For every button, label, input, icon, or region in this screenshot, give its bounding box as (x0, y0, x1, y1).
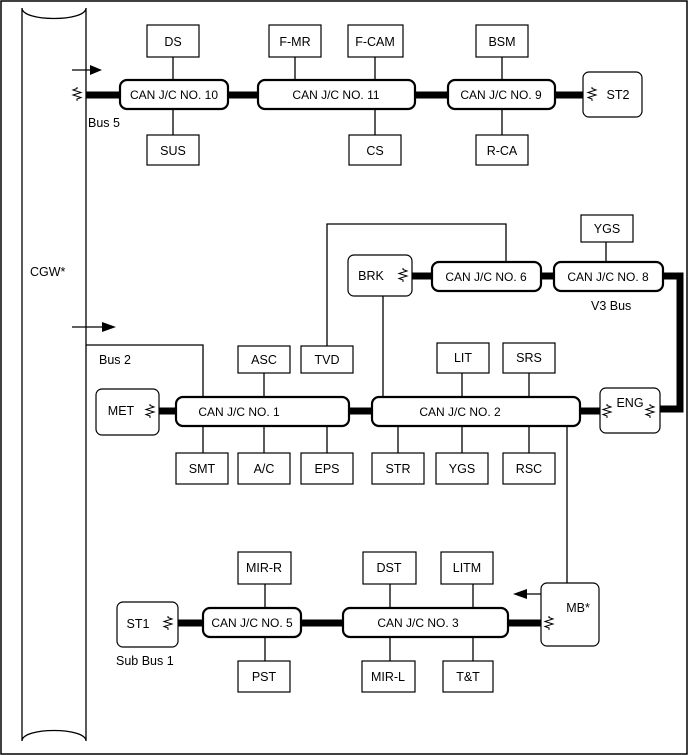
can-jc-2-label: CAN J/C NO. 2 (419, 405, 501, 419)
ecu-ac-label: A/C (254, 462, 275, 476)
ecu-litm: LITM (440, 551, 494, 585)
ecu-st1-label: ST1 (127, 617, 150, 631)
can-jc-6-label: CAN J/C NO. 6 (445, 270, 527, 284)
ecu-rsc: RSC (502, 452, 556, 485)
ecu-ds: DS (146, 24, 200, 58)
ecu-dst: DST (362, 551, 417, 585)
can-jc-11-label: CAN J/C NO. 11 (292, 88, 379, 102)
ecu-ds-label: DS (164, 35, 181, 49)
ecu-litm-label: LITM (453, 561, 481, 575)
can-jc-5-label: CAN J/C NO. 5 (211, 616, 293, 630)
ecu-asc-label: ASC (251, 353, 277, 367)
ecu-rsc-label: RSC (516, 462, 542, 476)
ecu-asc: ASC (237, 345, 291, 374)
can-jc-11: CAN J/C NO. 11 (256, 78, 417, 111)
ecu-pst: PST (237, 660, 291, 693)
ecu-tvd-label: TVD (315, 353, 340, 367)
ecu-f-mr: F-MR (268, 24, 322, 58)
bus-lines (86, 91, 684, 627)
ecu-mir-r-label: MIR-R (246, 561, 282, 575)
ecu-ygs: YGS (435, 452, 489, 485)
ecu-t-and-t-label: T&T (456, 670, 480, 684)
ecu-mir-r: MIR-R (237, 551, 292, 585)
ecu-f-cam: F-CAM (347, 24, 404, 58)
arrow-right-icon (102, 322, 116, 332)
can-jc-8: CAN J/C NO. 8 (552, 260, 665, 293)
ecu-st2: ST2 (582, 71, 643, 118)
sub-bus1-label: Sub Bus 1 (116, 654, 174, 668)
ecu-ygs-label: YGS (449, 462, 475, 476)
ecu-eng-label: ENG (616, 396, 643, 410)
ecu-mir-l: MIR-L (361, 660, 416, 693)
ecu-met-label: MET (108, 404, 135, 418)
ecu-smt-label: SMT (189, 462, 216, 476)
can-jc-5: CAN J/C NO. 5 (201, 606, 303, 639)
can-jc-9-label: CAN J/C NO. 9 (460, 88, 542, 102)
ecu-srs: SRS (502, 342, 556, 374)
ecu-eps-label: EPS (314, 462, 339, 476)
ecu-pst-label: PST (252, 670, 277, 684)
ecu-st2-label: ST2 (607, 88, 630, 102)
ecu-t-and-t: T&T (442, 660, 494, 693)
bus5-label: Bus 5 (88, 116, 120, 130)
v3-bus-label: V3 Bus (591, 299, 631, 313)
can-jc-1-label: CAN J/C NO. 1 (198, 405, 280, 419)
can-jc-3-label: CAN J/C NO. 3 (377, 616, 459, 630)
ecu-mb: MB* (540, 582, 600, 647)
ecu-boxes: DS F-MR F-CAM BSM SUS CS R-CA ST (95, 24, 661, 693)
ecu-sus: SUS (146, 134, 200, 166)
ecu-mb-label: MB* (566, 601, 590, 615)
signal-arrows (72, 65, 549, 599)
ecu-sus-label: SUS (160, 144, 186, 158)
ecu-str: STR (371, 452, 425, 485)
ecu-brk-label: BRK (358, 269, 384, 283)
ecu-cs-label: CS (366, 144, 383, 158)
ecu-dst-label: DST (377, 561, 402, 575)
ecu-bsm: BSM (475, 24, 529, 58)
can-jc-6: CAN J/C NO. 6 (430, 260, 543, 293)
ecu-bsm-label: BSM (488, 35, 515, 49)
can-jc-1: CAN J/C NO. 1 (174, 395, 351, 428)
ecu-f-cam-label: F-CAM (355, 35, 395, 49)
ecu-smt: SMT (175, 452, 229, 485)
arrow-left-icon (513, 589, 527, 599)
ecu-eng: ENG (599, 387, 661, 434)
ecu-ac: A/C (237, 452, 291, 485)
can-jc-8-label: CAN J/C NO. 8 (567, 270, 649, 284)
ecu-str-label: STR (386, 462, 411, 476)
ecu-tvd: TVD (300, 345, 354, 374)
arrow-right-icon (90, 65, 102, 75)
ecu-f-mr-label: F-MR (279, 35, 310, 49)
ecu-lit-label: LIT (454, 351, 472, 365)
can-jc-10: CAN J/C NO. 10 (118, 78, 230, 111)
ecu-met: MET (95, 388, 160, 436)
ecu-cs: CS (348, 134, 402, 166)
connector-lines (86, 57, 607, 661)
ecu-st1: ST1 (116, 601, 179, 648)
ecu-r-ca: R-CA (475, 134, 529, 166)
can-jc-2: CAN J/C NO. 2 (370, 395, 582, 428)
can-jc-10-label: CAN J/C NO. 10 (130, 88, 218, 102)
cgw-gateway: CGW* (21, 7, 87, 742)
ecu-lit: LIT (436, 342, 490, 374)
ecu-ygs-v3-label: YGS (594, 222, 620, 236)
ecu-ygs-v3: YGS (580, 214, 634, 243)
junction-connectors: CAN J/C NO. 10 CAN J/C NO. 11 CAN J/C NO… (118, 78, 665, 639)
ecu-brk: BRK (347, 254, 413, 297)
bus2-label: Bus 2 (99, 353, 131, 367)
cgw-label: CGW* (30, 265, 66, 279)
ecu-mir-l-label: MIR-L (371, 670, 405, 684)
ecu-eps: EPS (300, 452, 354, 485)
ecu-srs-label: SRS (516, 351, 542, 365)
can-jc-9: CAN J/C NO. 9 (446, 78, 557, 111)
can-jc-3: CAN J/C NO. 3 (341, 606, 510, 639)
ecu-r-ca-label: R-CA (487, 144, 518, 158)
